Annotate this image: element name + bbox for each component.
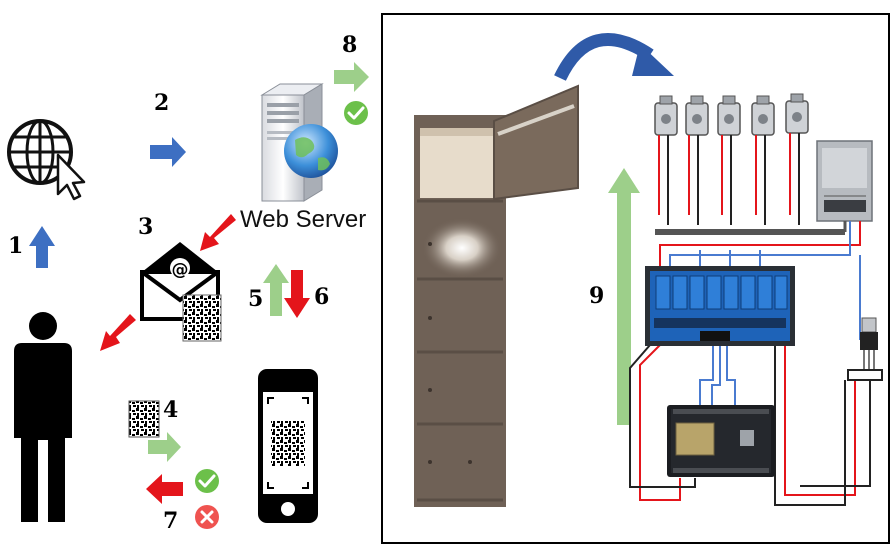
solenoid-lock bbox=[785, 93, 809, 134]
arrow-step-8 bbox=[334, 62, 369, 92]
smartphone-qr-icon bbox=[258, 369, 318, 523]
cross-icon bbox=[195, 505, 219, 529]
locker-cabinet bbox=[414, 84, 579, 507]
microcontroller-board bbox=[667, 405, 775, 477]
step-label-4: 4 bbox=[163, 397, 179, 423]
step-label-6: 6 bbox=[314, 284, 330, 310]
check-icon bbox=[195, 469, 219, 493]
arrow-step-5 bbox=[263, 264, 289, 316]
qr-code-icon bbox=[128, 400, 160, 438]
check-icon bbox=[344, 101, 368, 125]
step-label-2: 2 bbox=[154, 90, 170, 116]
arrow-email-to-person bbox=[100, 314, 136, 351]
power-supply bbox=[816, 140, 873, 222]
step-label-5: 5 bbox=[248, 286, 264, 312]
arrow-step-2 bbox=[150, 137, 186, 167]
arrow-step-1 bbox=[29, 226, 55, 268]
web-server-label: Web Server bbox=[240, 206, 367, 233]
voltage-regulator bbox=[847, 317, 883, 381]
step-label-3: 3 bbox=[138, 214, 154, 240]
solenoid-lock bbox=[717, 95, 741, 136]
solenoid-lock bbox=[654, 95, 678, 136]
solenoid-lock bbox=[685, 95, 709, 136]
person-icon bbox=[14, 312, 72, 522]
curved-arrow bbox=[554, 33, 674, 81]
arrow-server-to-email bbox=[200, 214, 236, 251]
relay-module bbox=[645, 266, 795, 346]
solenoid-lock-row bbox=[654, 93, 809, 136]
svg-text:@: @ bbox=[172, 260, 189, 280]
step-label-1: 1 bbox=[8, 233, 24, 259]
server-icon bbox=[260, 83, 338, 202]
arrow-step-4 bbox=[148, 432, 181, 462]
arrow-step-6 bbox=[284, 270, 310, 318]
step-label-8: 8 bbox=[342, 32, 358, 58]
arrow-step-7 bbox=[146, 474, 183, 504]
solenoid-lock bbox=[751, 95, 775, 136]
arrow-step-9 bbox=[608, 168, 640, 425]
step-label-9: 9 bbox=[589, 283, 605, 309]
step-label-7: 7 bbox=[163, 508, 179, 534]
wiring bbox=[629, 133, 871, 506]
globe-cursor-icon bbox=[7, 119, 86, 201]
email-qr-icon: @ bbox=[140, 242, 222, 342]
